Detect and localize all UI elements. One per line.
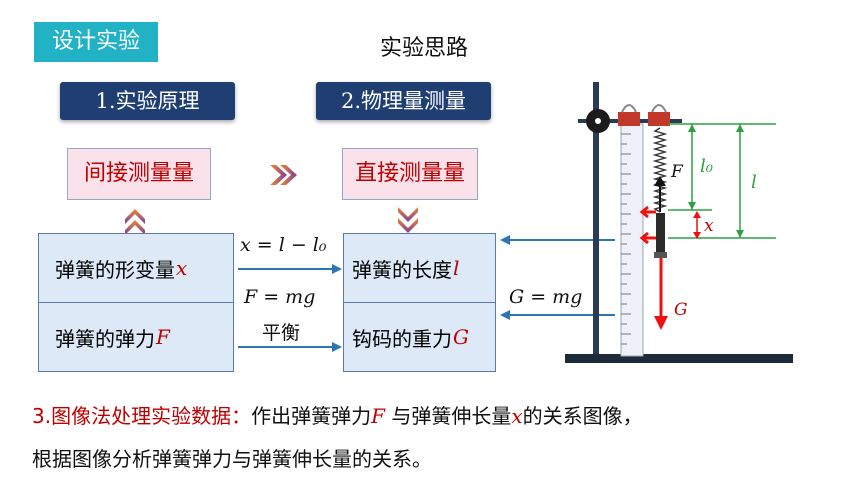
method-text-a: 作出弹簧弹力: [251, 404, 372, 428]
weight-label: 钩码的重力: [352, 326, 452, 351]
spring-force-label: 弹簧的弹力: [55, 326, 155, 351]
method-text-c: 的关系图像，: [522, 404, 643, 428]
deformation-var: x: [176, 256, 188, 280]
chevron-right-icon: [270, 165, 297, 185]
deformation-equation: x = l − l₀: [240, 234, 327, 256]
method-text-b: 与弹簧伸长量: [384, 404, 512, 428]
section-tag: 设计实验: [34, 22, 158, 62]
force-equation: F = mg: [244, 286, 316, 308]
label-extension: x: [704, 216, 714, 236]
label-force-F: F: [671, 162, 683, 182]
analysis-line-2: 根据图像分析弹簧弹力与弹簧伸长量的关系。: [32, 447, 432, 471]
balance-label: 平衡: [262, 322, 301, 344]
label-weight-G: G: [674, 300, 688, 320]
page-title: 实验思路: [380, 36, 469, 61]
step-measure-label: 2.物理量测量: [316, 82, 491, 120]
weight-equation: G = mg: [509, 286, 583, 308]
method-heading: 3.图像法处理实验数据：: [32, 404, 252, 428]
chevron-down-icon: [398, 207, 418, 233]
method-var-x: x: [511, 404, 523, 428]
label-natural-length: l₀: [700, 156, 713, 177]
spring-length-var: l: [453, 256, 460, 280]
direct-quantity-box: 直接测量量: [342, 148, 478, 200]
method-var-F: F: [371, 404, 385, 428]
weight-var: G: [453, 325, 469, 349]
analysis-line-1: 3.图像法处理实验数据：作出弹簧弹力F 与弹簧伸长量x的关系图像，: [32, 400, 643, 429]
indirect-quantity-box: 间接测量量: [67, 148, 211, 200]
label-length: l: [751, 172, 757, 193]
chevron-up-icon: [125, 209, 145, 235]
spring-length-label: 弹簧的长度: [352, 257, 452, 282]
deformation-label: 弹簧的形变量: [55, 257, 175, 282]
step-principle-label: 1.实验原理: [60, 82, 235, 120]
spring-force-var: F: [156, 325, 170, 349]
apparatus-illustration: [565, 82, 793, 363]
